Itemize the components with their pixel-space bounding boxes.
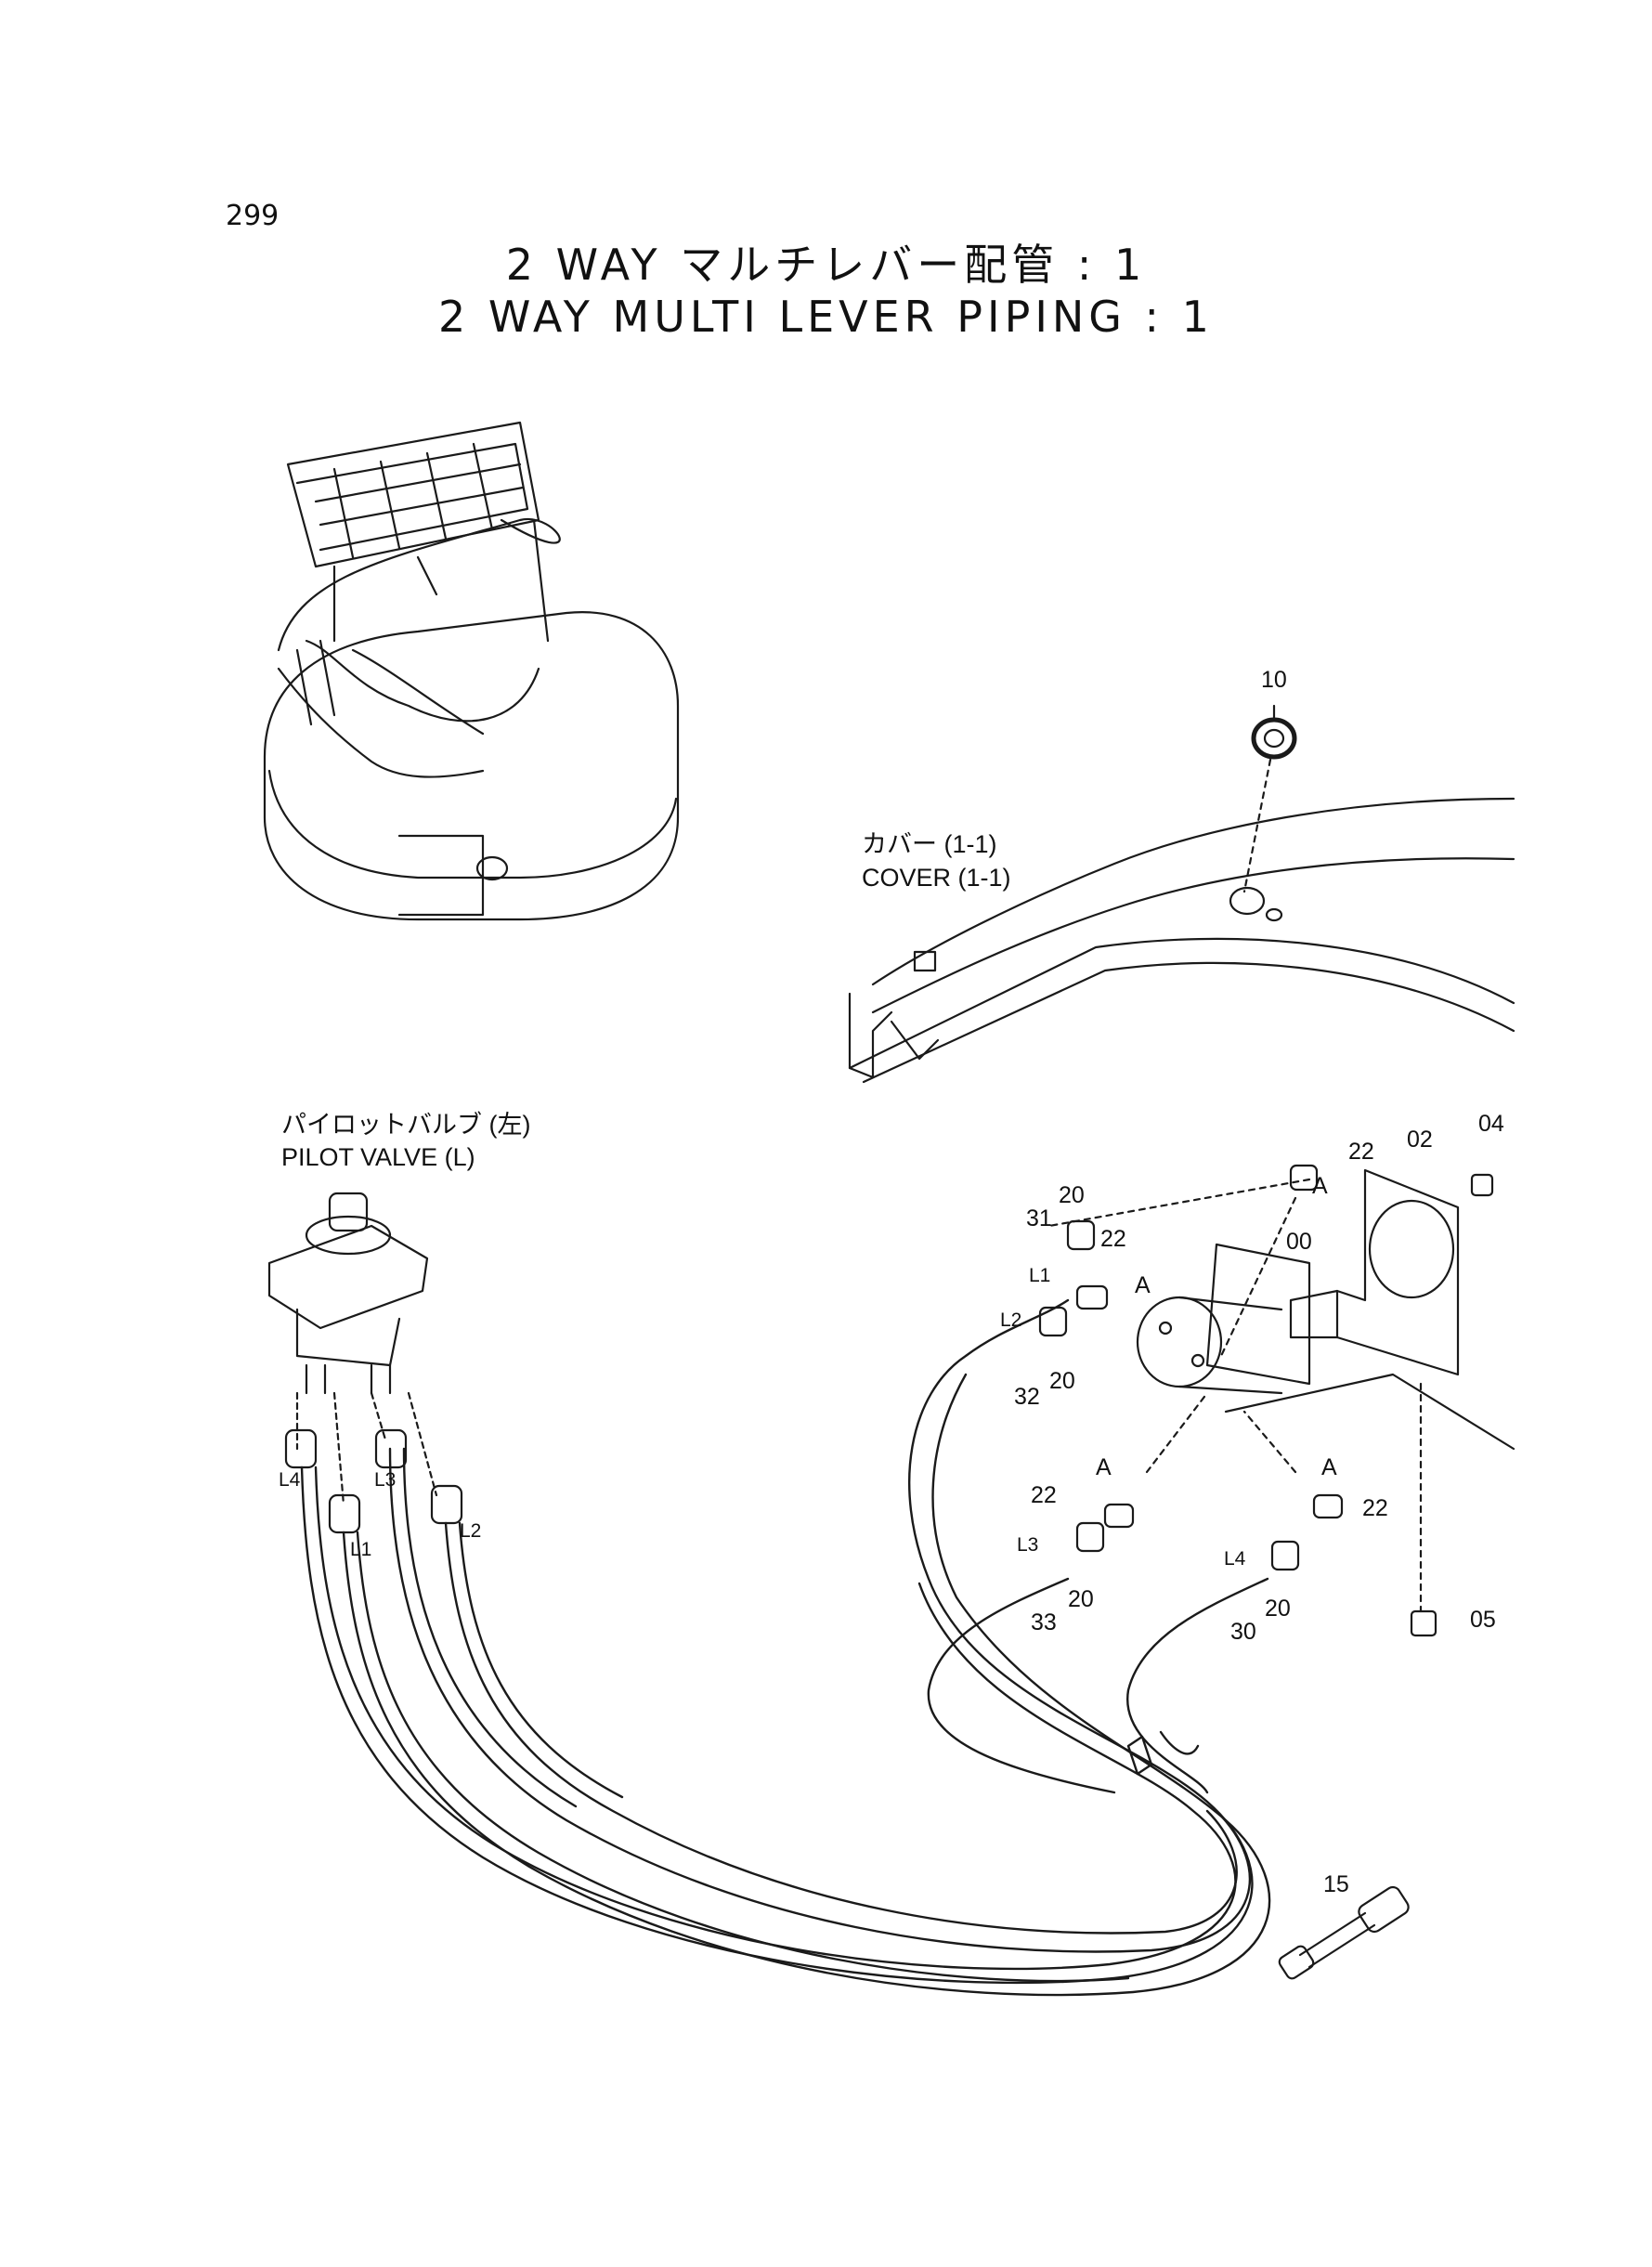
port-a-mark-1: A [1312,1173,1328,1199]
part-20-label-d: 20 [1265,1596,1291,1622]
port-a-marks: A A A A [1096,1173,1337,1480]
part-31-label: 31 [1026,1205,1052,1231]
part-22-label-d: 22 [1362,1495,1388,1521]
title-japanese: 2 WAY マルチレバー配管 : 1 [505,240,1147,290]
part-00-label: 00 [1286,1229,1312,1255]
bracket-02 [1289,1168,1460,1376]
part-20-label-c: 20 [1068,1586,1094,1612]
part-20-label-a: 20 [1059,1182,1085,1208]
part-30-label: 30 [1230,1619,1256,1645]
valve-hose-fittings [284,1428,463,1534]
line-labels: L1 L2 L3 L4 L4 L1 L3 L2 [279,1265,1246,1570]
part-20-label-b: 20 [1049,1368,1075,1394]
motor-00 [1136,1243,1515,1451]
pilot-valve-label-jp: パイロットバルブ (左) [281,1111,531,1139]
hose-bundle [300,1298,1271,1997]
line-label-l2-left: L2 [460,1520,481,1542]
part-32-label: 32 [1014,1384,1040,1410]
line-label-l3-right: L3 [1017,1534,1038,1556]
line-label-l4-right: L4 [1224,1548,1246,1570]
leader-lines [1047,1178,1423,1613]
title-english: 2 WAY MULTI LEVER PIPING : 1 [438,292,1214,342]
pilot-valve-illustration [267,1192,438,1506]
port-a-mark-2: A [1135,1272,1151,1298]
cover-outline [848,797,1515,1084]
part-10-label: 10 [1261,667,1287,693]
port-a-mark-4: A [1321,1454,1337,1480]
part-22-label-b: 22 [1100,1226,1126,1252]
part-33-label: 33 [1031,1609,1057,1635]
part-number-labels: 10 22 02 04 31 20 22 00 32 20 22 22 33 2… [1014,667,1504,1897]
line-label-l1-left: L1 [350,1539,371,1560]
cover-label-jp: カバー (1-1) [862,830,997,858]
pilot-valve-label-en: PILOT VALVE (L) [281,1143,475,1171]
motor-fittings [1038,1164,1494,1637]
part-22-label-a: 22 [1348,1139,1374,1165]
part-02-label: 02 [1407,1127,1433,1153]
part-15 [1278,1885,1410,1980]
line-label-l3-left: L3 [374,1469,396,1491]
line-label-l2-right: L2 [1000,1309,1021,1331]
cover-label-en: COVER (1-1) [862,864,1011,892]
line-label-l1-right: L1 [1029,1265,1050,1286]
line-label-l4-left: L4 [279,1469,301,1491]
port-a-mark-3: A [1096,1454,1112,1480]
part-04-label: 04 [1478,1111,1504,1137]
grommet-10 [1242,704,1297,893]
part-22-label-c: 22 [1031,1482,1057,1508]
machine-overview-illustration [263,421,680,921]
part-05-label: 05 [1470,1607,1496,1633]
part-15-label: 15 [1323,1871,1349,1897]
page-number: 299 [226,200,280,232]
